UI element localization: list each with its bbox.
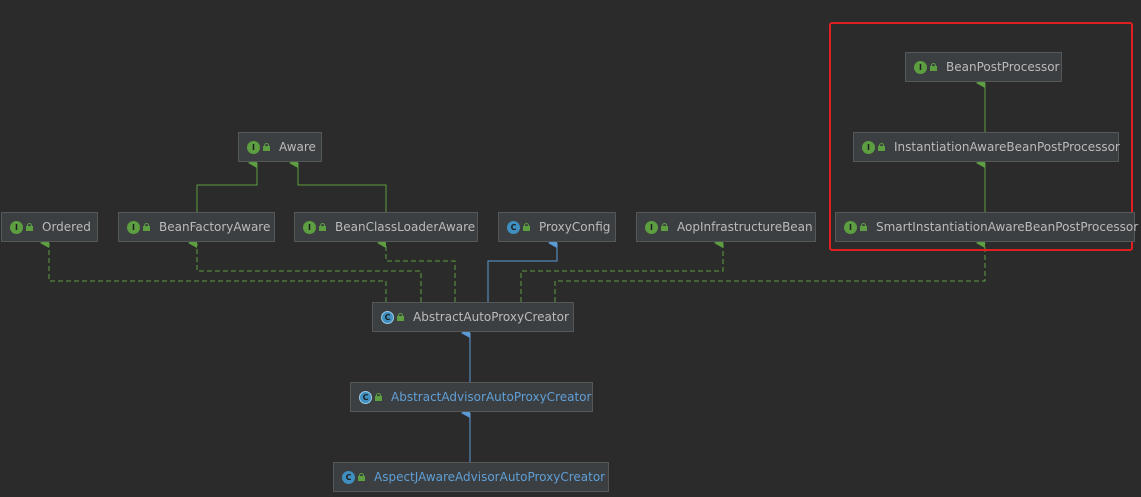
node-aspectj-aware-advisor-auto-proxy-creator[interactable]: C AspectJAwareAdvisorAutoProxyCreator — [333, 462, 609, 492]
node-aop-infrastructure-bean[interactable]: I AopInfrastructureBean — [636, 212, 816, 242]
lock-icon — [319, 223, 326, 231]
highlight-box — [829, 22, 1133, 251]
edge-bfa-extends-aware — [196, 158, 258, 212]
node-label: InstantiationAwareBeanPostProcessor — [894, 140, 1120, 154]
interface-icon: I — [862, 140, 875, 154]
interface-icon: I — [914, 60, 927, 74]
node-proxy-config[interactable]: C ProxyConfig — [498, 212, 616, 242]
node-smart-instantiation-aware-bean-post-processor[interactable]: I SmartInstantiationAwareBeanPostProcess… — [835, 212, 1139, 242]
interface-icon: I — [247, 140, 260, 154]
node-abstract-advisor-auto-proxy-creator[interactable]: C AbstractAdvisorAutoProxyCreator — [350, 382, 593, 412]
class-icon: C — [342, 470, 355, 484]
abstract-class-icon: C — [359, 390, 372, 404]
lock-icon — [860, 223, 867, 231]
class-icon: C — [507, 220, 520, 234]
interface-icon: I — [303, 220, 316, 234]
node-aware[interactable]: I Aware — [238, 132, 322, 162]
node-ordered[interactable]: I Ordered — [1, 212, 98, 242]
edge-aapc-implements-siabpp — [554, 238, 986, 302]
node-label: Aware — [279, 140, 316, 154]
lock-icon — [397, 313, 404, 321]
abstract-class-icon: C — [381, 310, 394, 324]
lock-icon — [930, 63, 937, 71]
node-label: AopInfrastructureBean — [677, 220, 813, 234]
edge-aapc-implements-bcla — [377, 238, 456, 302]
interface-icon: I — [127, 220, 140, 234]
edge-bcla-extends-aware — [289, 158, 387, 212]
node-label: ProxyConfig — [539, 220, 611, 234]
lock-icon — [523, 223, 530, 231]
node-label: AbstractAutoProxyCreator — [413, 310, 569, 324]
lock-icon — [263, 143, 270, 151]
lock-icon — [661, 223, 668, 231]
edge-aapc-implements-bfa — [188, 238, 422, 302]
edge-aapc-implements-ordered — [40, 238, 387, 302]
lock-icon — [143, 223, 150, 231]
node-label: BeanFactoryAware — [159, 220, 271, 234]
node-label: Ordered — [42, 220, 91, 234]
node-label: AbstractAdvisorAutoProxyCreator — [391, 390, 592, 404]
node-label: SmartInstantiationAwareBeanPostProcessor — [876, 220, 1139, 234]
node-instantiation-aware-bean-post-processor[interactable]: I InstantiationAwareBeanPostProcessor — [853, 132, 1120, 162]
node-bean-post-processor[interactable]: I BeanPostProcessor — [905, 52, 1062, 82]
node-label: AspectJAwareAdvisorAutoProxyCreator — [374, 470, 606, 484]
node-bean-class-loader-aware[interactable]: I BeanClassLoaderAware — [294, 212, 478, 242]
lock-icon — [358, 473, 365, 481]
edge-aapc-extends-pc — [487, 238, 558, 302]
node-bean-factory-aware[interactable]: I BeanFactoryAware — [118, 212, 275, 242]
node-label: BeanClassLoaderAware — [335, 220, 476, 234]
interface-icon: I — [645, 220, 658, 234]
lock-icon — [878, 143, 885, 151]
interface-icon: I — [10, 220, 23, 234]
lock-icon — [26, 223, 33, 231]
node-label: BeanPostProcessor — [946, 60, 1060, 74]
lock-icon — [375, 393, 382, 401]
interface-icon: I — [844, 220, 857, 234]
edge-aapc-implements-aib — [520, 238, 724, 302]
node-abstract-auto-proxy-creator[interactable]: C AbstractAutoProxyCreator — [372, 302, 574, 332]
